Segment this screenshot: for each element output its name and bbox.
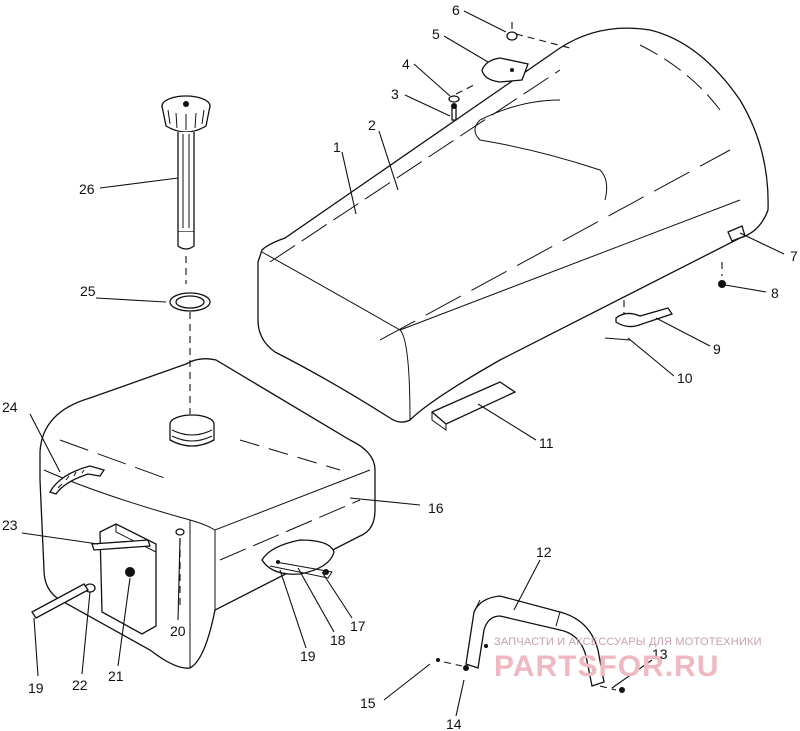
callout-13: 13 [652, 646, 668, 662]
seat [257, 27, 769, 431]
rear-bracket [436, 595, 625, 693]
callout-7: 7 [790, 248, 798, 264]
fuel-cap [161, 95, 211, 312]
callout-19-hose: 19 [28, 680, 44, 696]
callout-15: 15 [360, 695, 376, 711]
callout-19: 19 [300, 648, 316, 664]
callout-21: 21 [108, 668, 124, 684]
callout-24: 24 [2, 399, 18, 415]
callout-18: 18 [330, 632, 346, 648]
watermark-caption: ЗАПЧАСТИ И АКСЕССУАРЫ ДЛЯ МОТОТЕХНИКИ [494, 636, 762, 648]
callout-1: 1 [333, 139, 341, 155]
callout-9: 9 [713, 341, 721, 357]
callout-2: 2 [368, 117, 376, 133]
fuel-tank [31, 312, 376, 669]
callout-4: 4 [402, 56, 410, 72]
callout-14: 14 [446, 716, 462, 731]
callout-8: 8 [771, 285, 779, 301]
callout-11: 11 [539, 435, 554, 451]
watermark-logo: PARTSFOR.RU [494, 650, 720, 683]
leader-lines [21, 10, 785, 717]
seat-hardware [448, 22, 746, 341]
callout-12: 12 [536, 544, 552, 560]
callout-17: 17 [350, 618, 366, 634]
callout-6: 6 [452, 2, 460, 18]
callout-16: 16 [428, 500, 444, 516]
callout-5: 5 [432, 26, 440, 42]
watermark: ЗАПЧАСТИ И АКСЕССУАРЫ ДЛЯ МОТОТЕХНИКИ PA… [494, 636, 762, 684]
callout-3: 3 [391, 86, 399, 102]
callout-22: 22 [72, 677, 88, 693]
callout-10: 10 [677, 370, 693, 386]
callout-23: 23 [2, 517, 18, 533]
callout-20: 20 [170, 623, 186, 639]
callout-26: 26 [79, 181, 95, 197]
callout-25: 25 [80, 283, 96, 299]
